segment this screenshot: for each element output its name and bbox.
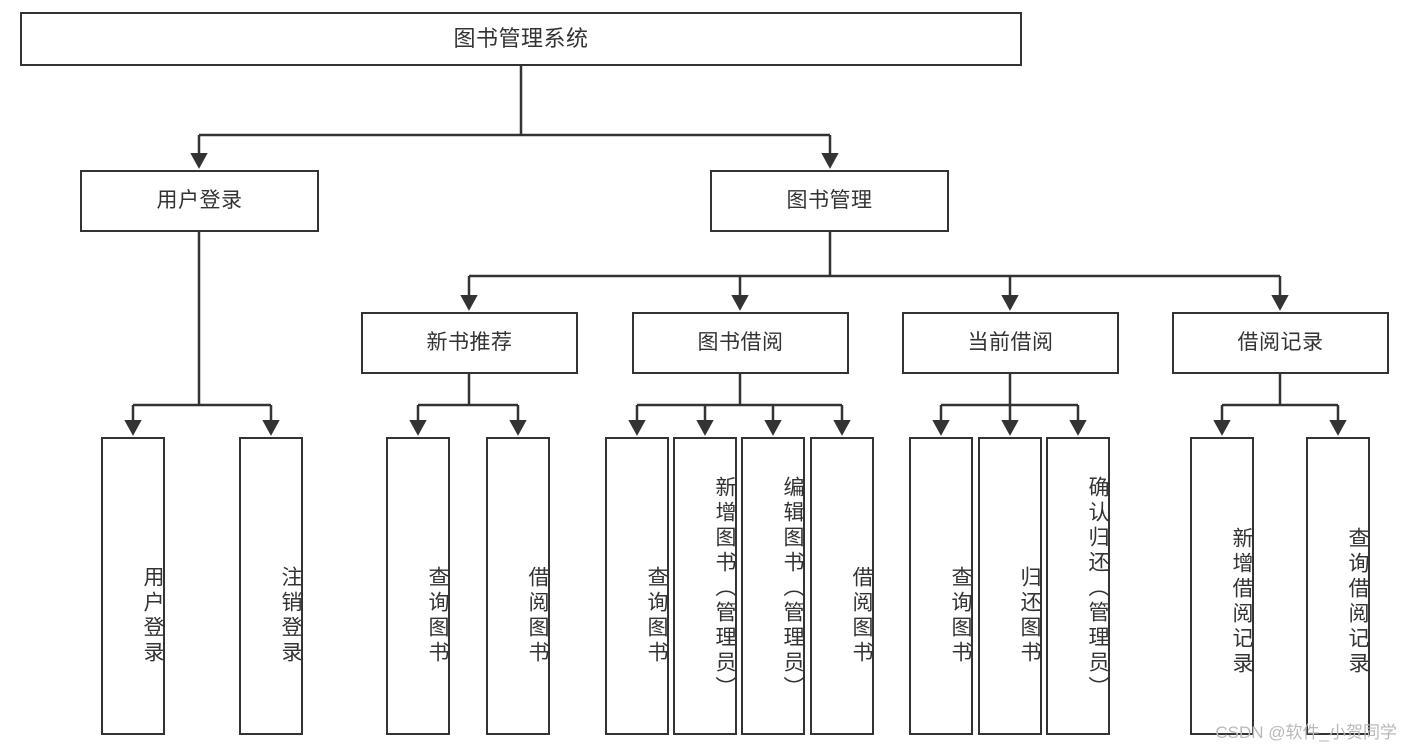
node-user-login[interactable]: 用户登录 bbox=[80, 170, 319, 232]
node-label: 新增图书（管理员） bbox=[713, 475, 736, 701]
node-label: 确认归还（管理员） bbox=[1086, 475, 1109, 701]
node-label: 用户登录 bbox=[141, 566, 164, 666]
node-root-book-management-system[interactable]: 图书管理系统 bbox=[20, 12, 1022, 66]
leaf-current-borrow-return-book[interactable]: 归还图书 bbox=[978, 437, 1042, 735]
node-label: 归还图书 bbox=[1018, 566, 1041, 666]
leaf-new-book-borrow-book[interactable]: 借阅图书 bbox=[486, 437, 550, 735]
node-label: 查询图书 bbox=[426, 566, 449, 666]
leaf-current-borrow-query-book[interactable]: 查询图书 bbox=[909, 437, 973, 735]
node-label: 编辑图书（管理员） bbox=[781, 475, 804, 701]
node-label: 图书借阅 bbox=[697, 331, 784, 355]
leaf-borrow-record-add-record[interactable]: 新增借阅记录 bbox=[1190, 437, 1254, 735]
node-label: 用户登录 bbox=[156, 189, 243, 213]
node-label: 借阅图书 bbox=[526, 566, 549, 666]
node-label: 新增借阅记录 bbox=[1230, 527, 1253, 677]
node-borrow-record[interactable]: 借阅记录 bbox=[1172, 312, 1389, 374]
node-label: 当前借阅 bbox=[967, 331, 1054, 355]
node-label: 查询图书 bbox=[645, 566, 668, 666]
node-label: 借阅图书 bbox=[850, 566, 873, 666]
leaf-borrow-record-query-record[interactable]: 查询借阅记录 bbox=[1306, 437, 1370, 735]
node-book-management[interactable]: 图书管理 bbox=[710, 170, 949, 232]
node-label: 查询图书 bbox=[949, 566, 972, 666]
leaf-user-login-login[interactable]: 用户登录 bbox=[101, 437, 165, 735]
node-label: 借阅记录 bbox=[1237, 331, 1324, 355]
node-current-borrow[interactable]: 当前借阅 bbox=[902, 312, 1119, 374]
leaf-book-borrow-edit-book-admin[interactable]: 编辑图书（管理员） bbox=[741, 437, 805, 735]
node-new-book-recommend[interactable]: 新书推荐 bbox=[361, 312, 578, 374]
leaf-user-login-logout[interactable]: 注销登录 bbox=[239, 437, 303, 735]
leaf-book-borrow-borrow-book[interactable]: 借阅图书 bbox=[810, 437, 874, 735]
csdn-watermark: CSDN @软件_小贺同学 bbox=[1215, 723, 1397, 742]
node-label: 查询借阅记录 bbox=[1346, 527, 1369, 677]
node-label: 图书管理系统 bbox=[453, 25, 589, 51]
node-label: 注销登录 bbox=[279, 566, 302, 666]
node-label: 新书推荐 bbox=[426, 331, 513, 355]
node-book-borrow[interactable]: 图书借阅 bbox=[632, 312, 849, 374]
leaf-new-book-query-book[interactable]: 查询图书 bbox=[386, 437, 450, 735]
node-label: 图书管理 bbox=[786, 189, 873, 213]
leaf-current-borrow-confirm-return-admin[interactable]: 确认归还（管理员） bbox=[1046, 437, 1110, 735]
leaf-book-borrow-query-book[interactable]: 查询图书 bbox=[605, 437, 669, 735]
leaf-book-borrow-add-book-admin[interactable]: 新增图书（管理员） bbox=[673, 437, 737, 735]
